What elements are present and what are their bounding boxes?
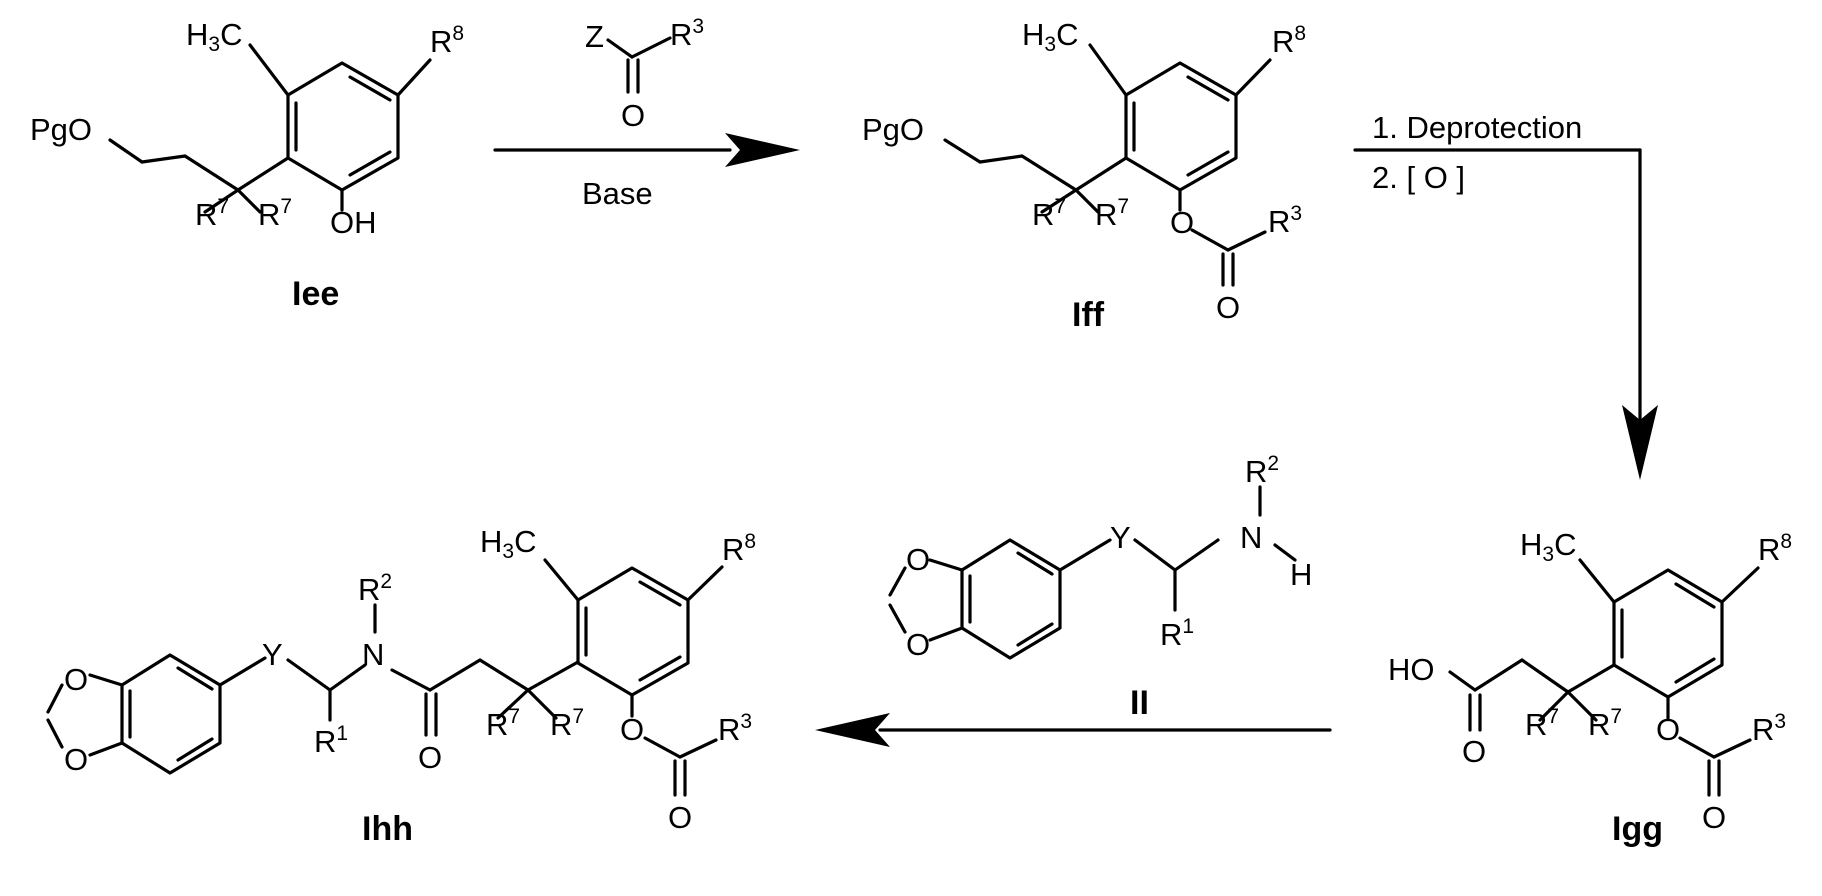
ihh-benzene-ring <box>578 568 688 695</box>
ihh-o2-label: O <box>64 742 88 777</box>
step3-arrow-group: O O Y N H R2 R1 II <box>815 452 1330 747</box>
ihh-r7a-label: R7 <box>486 705 520 742</box>
iff-pgo-label: PgO <box>862 112 924 147</box>
iee-oh-label: OH <box>330 205 377 240</box>
igg-acid-o-label: O <box>1462 734 1486 769</box>
reagent-ii-structure: O O Y N H R2 R1 <box>890 452 1312 662</box>
iff-r8-label: R8 <box>1272 22 1306 59</box>
compound-iee: PgO H3C R8 OH R7 R7 Iee <box>30 17 464 313</box>
iff-compound-label: Iff <box>1072 296 1105 334</box>
igg-ho-label: HO <box>1388 652 1435 687</box>
igg-ester-o-label: O <box>1656 712 1680 747</box>
ihh-n-label: N <box>362 637 384 672</box>
iee-r8-label: R8 <box>430 22 464 59</box>
iff-r3-label: R3 <box>1268 202 1302 239</box>
iff-h3c-label: H3C <box>1022 17 1078 56</box>
ihh-h3c-label: H3C <box>480 524 536 563</box>
reagent-ii-r1-label: R1 <box>1160 615 1194 652</box>
iee-pgo-label: PgO <box>30 112 92 147</box>
iee-r7b-label: R7 <box>258 195 292 232</box>
reagent-ii-o2-label: O <box>906 627 930 662</box>
igg-r7b-label: R7 <box>1588 705 1622 742</box>
reagent-z-label: Z <box>585 19 604 54</box>
reagent-r3-label: R3 <box>670 15 704 52</box>
iee-h3c-label: H3C <box>186 17 242 56</box>
ihh-r1-label: R1 <box>314 722 348 759</box>
ihh-y-label: Y <box>262 637 283 672</box>
step1-below-label: Base <box>582 176 653 211</box>
reagent-o-label: O <box>621 98 645 133</box>
iff-r7b-label: R7 <box>1095 195 1129 232</box>
igg-benzene-ring <box>1614 570 1722 697</box>
iee-compound-label: Iee <box>292 275 339 313</box>
ihh-o1-label: O <box>64 662 88 697</box>
step1-arrow-group: Z R3 O Base <box>495 15 800 211</box>
ihh-benzodioxole-ring <box>122 655 220 773</box>
reagent-ii-o1-label: O <box>906 542 930 577</box>
step2-arrow-group: 1. Deprotection 2. [ O ] <box>1355 110 1658 480</box>
reagent-ii-r2-label: R2 <box>1245 452 1279 489</box>
reagent-ii-h-label: H <box>1290 557 1312 592</box>
step2-line1-label: 1. Deprotection <box>1372 110 1582 145</box>
compound-igg: HO O H3C R8 O R3 O R7 R7 Igg <box>1388 527 1792 848</box>
iff-ester-o-label: O <box>1170 205 1194 240</box>
iff-r7a-label: R7 <box>1032 195 1066 232</box>
ihh-ester-o-label: O <box>620 712 644 747</box>
iff-carbonyl-o-label: O <box>1216 290 1240 325</box>
ihh-r8-label: R8 <box>722 530 756 567</box>
igg-r7a-label: R7 <box>1525 705 1559 742</box>
ihh-compound-label: Ihh <box>362 810 413 848</box>
igg-carbonyl-o-label: O <box>1702 800 1726 835</box>
iee-benzene-ring <box>288 63 398 190</box>
compound-iff: PgO H3C R8 O R3 O R7 R7 Iff <box>862 17 1306 334</box>
ihh-r2-label: R2 <box>358 570 392 607</box>
reagent-ii-n-label: N <box>1240 520 1262 555</box>
igg-r8-label: R8 <box>1758 530 1792 567</box>
ihh-amide-o-label: O <box>418 740 442 775</box>
ihh-r7b-label: R7 <box>550 705 584 742</box>
iff-benzene-ring <box>1126 63 1236 190</box>
reagent-ii-y-label: Y <box>1110 520 1131 555</box>
igg-r3-label: R3 <box>1752 710 1786 747</box>
igg-compound-label: Igg <box>1612 810 1663 848</box>
ihh-r3-label: R3 <box>718 710 752 747</box>
step3-reagent-label: II <box>1130 684 1149 722</box>
compound-ihh: O O Y N R2 R1 O H3C R8 O R3 O R7 R7 Ihh <box>48 524 756 848</box>
igg-h3c-label: H3C <box>1520 527 1576 566</box>
step2-line2-label: 2. [ O ] <box>1372 160 1465 195</box>
ihh-carbonyl-o-label: O <box>668 800 692 835</box>
step1-arrowhead <box>725 133 800 167</box>
iee-r7a-label: R7 <box>195 195 229 232</box>
